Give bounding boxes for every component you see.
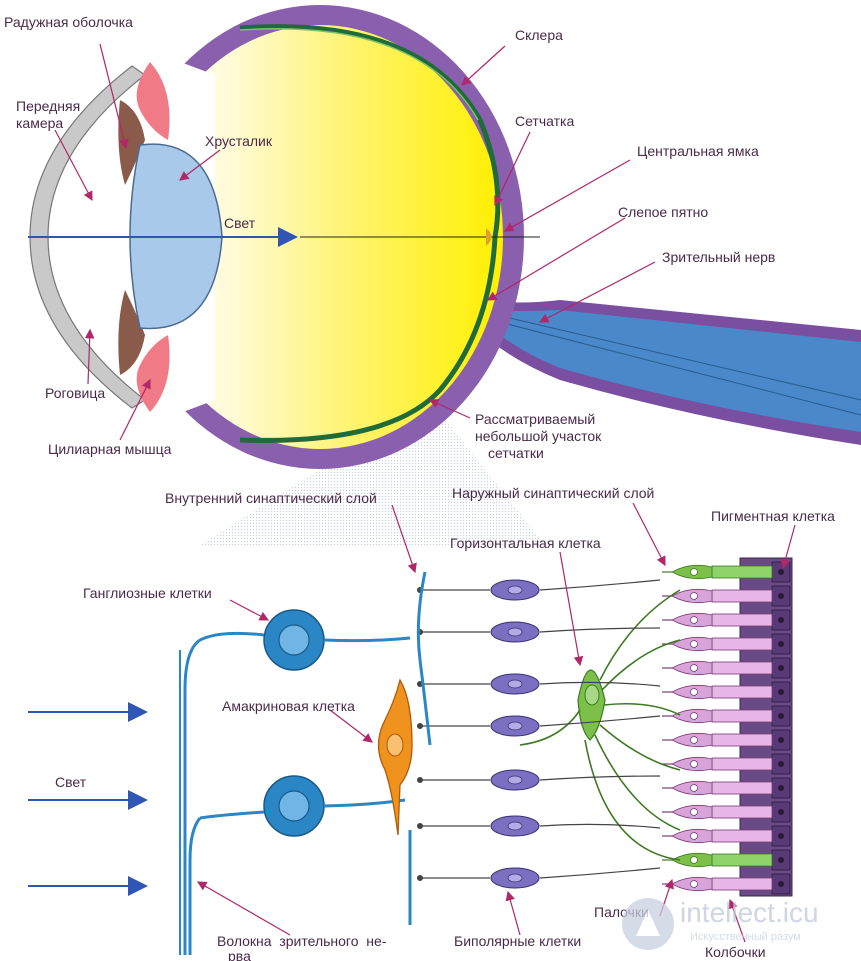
label-anterior-chamber-2: камера bbox=[16, 115, 63, 131]
eye-cross-section: Радужная оболочка Передняя камера Хруста… bbox=[4, 5, 861, 545]
label-nerve-fibers-1: Волокна зрительного не- bbox=[217, 933, 387, 949]
label-lens: Хрусталик bbox=[205, 133, 273, 149]
label-sclera: Склера bbox=[515, 27, 563, 43]
label-iris: Радужная оболочка bbox=[4, 14, 133, 30]
cone-cell bbox=[662, 876, 773, 892]
pigment-cell bbox=[771, 777, 791, 799]
ciliary-lower bbox=[136, 335, 170, 412]
inner-synaptic-fiber bbox=[416, 571, 432, 746]
eye-leader-lines bbox=[54, 43, 656, 441]
ganglion-cell-top bbox=[199, 609, 411, 671]
label-region-2: небольшой участок bbox=[475, 428, 602, 444]
bipolar-cells bbox=[417, 579, 661, 889]
label-bipolar-cells: Биполярные клетки bbox=[454, 933, 581, 949]
cone-cell bbox=[662, 732, 773, 748]
label-pigment-cell: Пигментная клетка bbox=[711, 508, 835, 524]
bipolar-cell bbox=[417, 715, 661, 737]
cone-cell bbox=[662, 756, 773, 772]
label-amacrine-cell: Амакриновая клетка bbox=[222, 698, 355, 714]
cone-cell bbox=[662, 804, 773, 820]
ciliary-upper bbox=[136, 62, 170, 140]
rod-cell bbox=[662, 852, 773, 868]
pigment-cell bbox=[771, 825, 791, 847]
pigment-cell bbox=[771, 873, 791, 895]
label-region-1: Рассматриваемый bbox=[475, 411, 595, 427]
pigment-cell bbox=[771, 801, 791, 823]
pigment-cell bbox=[771, 609, 791, 631]
label-light-retina: Свет bbox=[55, 774, 87, 790]
label-region-3: сетчатки bbox=[488, 445, 544, 461]
bipolar-cell bbox=[417, 867, 661, 889]
iris-lower bbox=[118, 290, 145, 375]
label-ganglion-cells: Ганглиозные клетки bbox=[83, 585, 212, 601]
fovea-marker bbox=[486, 228, 492, 246]
cone-cell bbox=[662, 612, 773, 628]
label-blind-spot: Слепое пятно bbox=[618, 204, 708, 220]
horizontal-cell bbox=[519, 589, 681, 861]
bipolar-cell bbox=[417, 769, 661, 791]
label-outer-synaptic: Наружный синаптический слой bbox=[452, 485, 654, 501]
label-retina: Сетчатка bbox=[515, 113, 574, 129]
cone-cell bbox=[662, 780, 773, 796]
ganglion-cell-bottom bbox=[199, 775, 406, 837]
amacrine-cell bbox=[377, 678, 413, 836]
label-light-eye: Свет bbox=[224, 215, 256, 231]
watermark-brand: intellect.icu bbox=[680, 897, 819, 928]
label-fovea: Центральная ямка bbox=[637, 143, 759, 159]
pigment-cell bbox=[771, 681, 791, 703]
cone-cell bbox=[662, 708, 773, 724]
cornea-shape bbox=[29, 65, 147, 409]
photoreceptors bbox=[662, 564, 773, 892]
nerve-fibers bbox=[179, 638, 202, 955]
label-optic-nerve: Зрительный нерв bbox=[662, 249, 775, 265]
watermark: intellect.icu Искусственный разум bbox=[622, 897, 819, 950]
pigment-cell bbox=[771, 705, 791, 727]
retina-detail: Внутренний синаптический слой Наружный с… bbox=[28, 485, 835, 961]
pigment-cell bbox=[771, 729, 791, 751]
cone-cell bbox=[662, 828, 773, 844]
pigment-cell bbox=[771, 585, 791, 607]
pigment-cell bbox=[771, 657, 791, 679]
bipolar-cell bbox=[417, 579, 661, 601]
pigment-cell bbox=[771, 561, 791, 583]
pigment-cell bbox=[771, 849, 791, 871]
label-ciliary-muscle: Цилиарная мышца bbox=[48, 441, 172, 457]
label-cornea: Роговица bbox=[45, 385, 105, 401]
rod-cell bbox=[662, 564, 773, 580]
label-anterior-chamber-1: Передняя bbox=[16, 98, 80, 114]
label-nerve-fibers-2: рва bbox=[228, 948, 251, 961]
pigment-cell bbox=[771, 633, 791, 655]
label-cones: Колбочки bbox=[705, 944, 766, 960]
cone-cell bbox=[662, 684, 773, 700]
bipolar-cell bbox=[417, 621, 661, 643]
pigment-rows bbox=[771, 561, 791, 895]
optic-nerve-core bbox=[482, 310, 861, 432]
watermark-tagline: Искусственный разум bbox=[690, 931, 801, 943]
iris-upper bbox=[118, 100, 145, 185]
cone-cell bbox=[662, 660, 773, 676]
magnification-cone bbox=[200, 400, 545, 545]
cone-cell bbox=[662, 588, 773, 604]
bipolar-cell bbox=[417, 673, 661, 695]
bipolar-cell bbox=[417, 815, 661, 837]
cone-cell bbox=[662, 636, 773, 652]
label-inner-synaptic: Внутренний синаптический слой bbox=[165, 490, 377, 506]
label-horizontal-cell: Горизонтальная клетка bbox=[450, 535, 601, 551]
pigment-cell bbox=[771, 753, 791, 775]
